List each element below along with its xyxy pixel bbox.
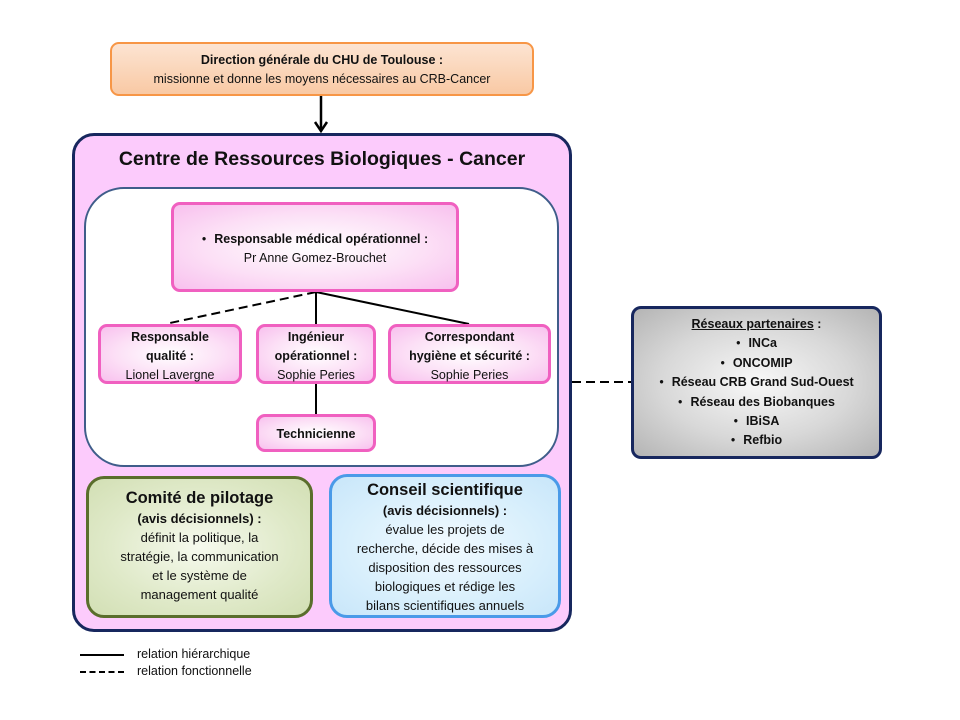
reseau-item: INCa [634,334,879,353]
dashed-line-icon [80,671,124,673]
conseil-line: biologiques et rédige les [374,579,516,594]
conseil-line: disposition des ressources [368,560,522,575]
bullet-icon [202,232,214,246]
hygiene-name: Sophie Peries [430,368,509,382]
hygiene-securite-box: Correspondant hygiène et sécurité : Soph… [388,324,551,384]
reseau-item-label: Réseau CRB Grand Sud-Ouest [671,375,854,390]
reseau-item: Réseau des Biobanques [634,393,879,412]
responsable-medical-role-text: Responsable médical opérationnel : [214,232,429,246]
legend-label: relation fonctionnelle [137,664,252,678]
bullet-icon [659,375,671,389]
responsable-qualite-role-line2: qualité : [146,349,194,363]
ingenieur-role-line2: opérationnel : [274,349,358,363]
direction-subtitle: missionne et donne les moyens nécessaire… [153,72,491,86]
comite-line: management qualité [140,587,259,602]
responsable-qualite-box: Responsable qualité : Lionel Lavergne [98,324,242,384]
solid-line-icon [80,654,124,656]
bullet-icon [720,356,732,370]
responsable-qualite-name: Lionel Lavergne [125,368,215,382]
reseau-item-label: IBiSA [746,414,780,429]
conseil-line: évalue les projets de [385,522,505,537]
responsable-medical-name: Pr Anne Gomez-Brouchet [243,251,387,265]
legend-item-dashed: relation fonctionnelle [80,663,300,680]
comite-pilotage-box: Comité de pilotage (avis décisionnels) :… [86,476,313,618]
responsable-medical-role: Responsable médical opérationnel : [174,230,456,249]
comite-line: et le système de [152,568,247,583]
bullet-icon [731,433,743,447]
legend-item-solid: relation hiérarchique [80,646,300,663]
conseil-scientifique-box: Conseil scientifique (avis décisionnels)… [329,474,561,618]
crb-title: Centre de Ressources Biologiques - Cance… [118,148,526,170]
legend-label: relation hiérarchique [137,647,251,661]
hygiene-role-line2: hygiène et sécurité : [409,349,530,363]
reseau-item: IBiSA [634,412,879,431]
conseil-title: Conseil scientifique [367,481,523,499]
arrow-head-icon [313,121,329,134]
reseau-item-label: ONCOMIP [732,355,793,370]
hygiene-role-line1: Correspondant [424,330,515,344]
reseaux-title-text: Réseaux partenaires [691,317,814,331]
reseau-item-label: Réseau des Biobanques [690,394,835,409]
bullet-icon [736,336,748,350]
conseil-subtitle: (avis décisionnels) : [382,503,508,518]
reseau-item-label: INCa [748,336,777,351]
technicienne-role: Technicienne [276,427,356,441]
comite-subtitle: (avis décisionnels) : [137,511,262,526]
comite-line: définit la politique, la [140,530,259,545]
responsable-qualite-role-line1: Responsable [131,330,209,344]
reseaux-title-suffix: : [813,317,822,331]
conseil-line: bilans scientifiques annuels [365,598,525,613]
direction-title: Direction générale du CHU de Toulouse : [200,53,444,67]
conseil-line: recherche, décide des mises à [356,541,534,556]
comite-line: stratégie, la communication [120,549,279,564]
legend: relation hiérarchique relation fonctionn… [80,646,300,680]
bullet-icon [734,414,746,428]
comite-title: Comité de pilotage [125,489,274,507]
reseau-item: ONCOMIP [634,354,879,373]
ingenieur-name: Sophie Peries [277,368,355,382]
reseau-item-label: Refbio [743,433,783,448]
reseau-item: Refbio [634,431,879,450]
technicienne-box: Technicienne [256,414,376,452]
reseaux-title: Réseaux partenaires : [634,315,879,334]
direction-generale-box: Direction générale du CHU de Toulouse : … [110,42,534,96]
bullet-icon [678,395,690,409]
ingenieur-box: Ingénieur opérationnel : Sophie Peries [256,324,376,384]
reseau-item: Réseau CRB Grand Sud-Ouest [634,373,879,392]
responsable-medical-box: Responsable médical opérationnel : Pr An… [171,202,459,292]
ingenieur-role-line1: Ingénieur [287,330,345,344]
reseaux-partenaires-box: Réseaux partenaires : INCa ONCOMIP Résea… [631,306,882,459]
